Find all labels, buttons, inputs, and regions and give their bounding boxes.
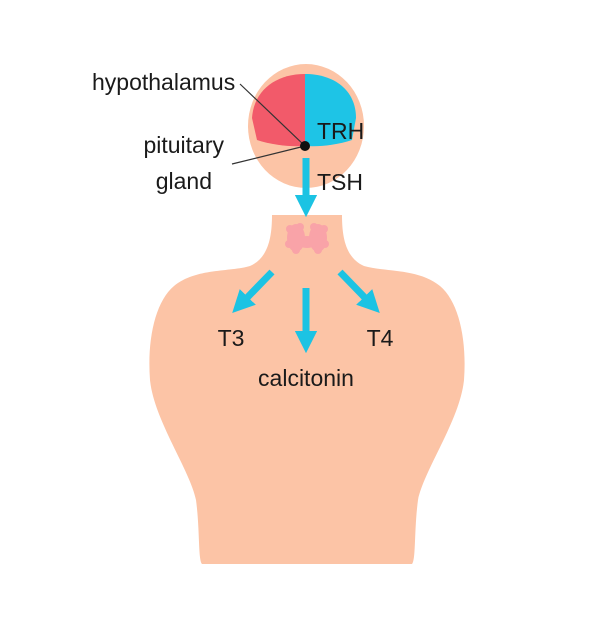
arrow-t3 bbox=[232, 269, 275, 314]
label-t4: T4 bbox=[367, 325, 394, 351]
label-tsh: TSH bbox=[317, 169, 363, 195]
pituitary-dot bbox=[300, 141, 310, 151]
body-silhouette bbox=[149, 215, 465, 564]
label-pituitary: pituitary bbox=[143, 132, 224, 158]
thyroid-gland bbox=[285, 223, 329, 254]
label-gland: gland bbox=[156, 168, 212, 194]
hypothalamus-leader-line bbox=[239, 83, 306, 147]
arrow-t4 bbox=[337, 269, 380, 314]
pituitary-leader-line bbox=[231, 145, 306, 165]
hypothalamus-region bbox=[252, 74, 305, 147]
label-hypothalamus: hypothalamus bbox=[92, 69, 235, 95]
label-calcitonin: calcitonin bbox=[258, 365, 354, 391]
label-t3: T3 bbox=[218, 325, 245, 351]
label-trh: TRH bbox=[317, 118, 364, 144]
pituitary-region bbox=[305, 74, 356, 147]
